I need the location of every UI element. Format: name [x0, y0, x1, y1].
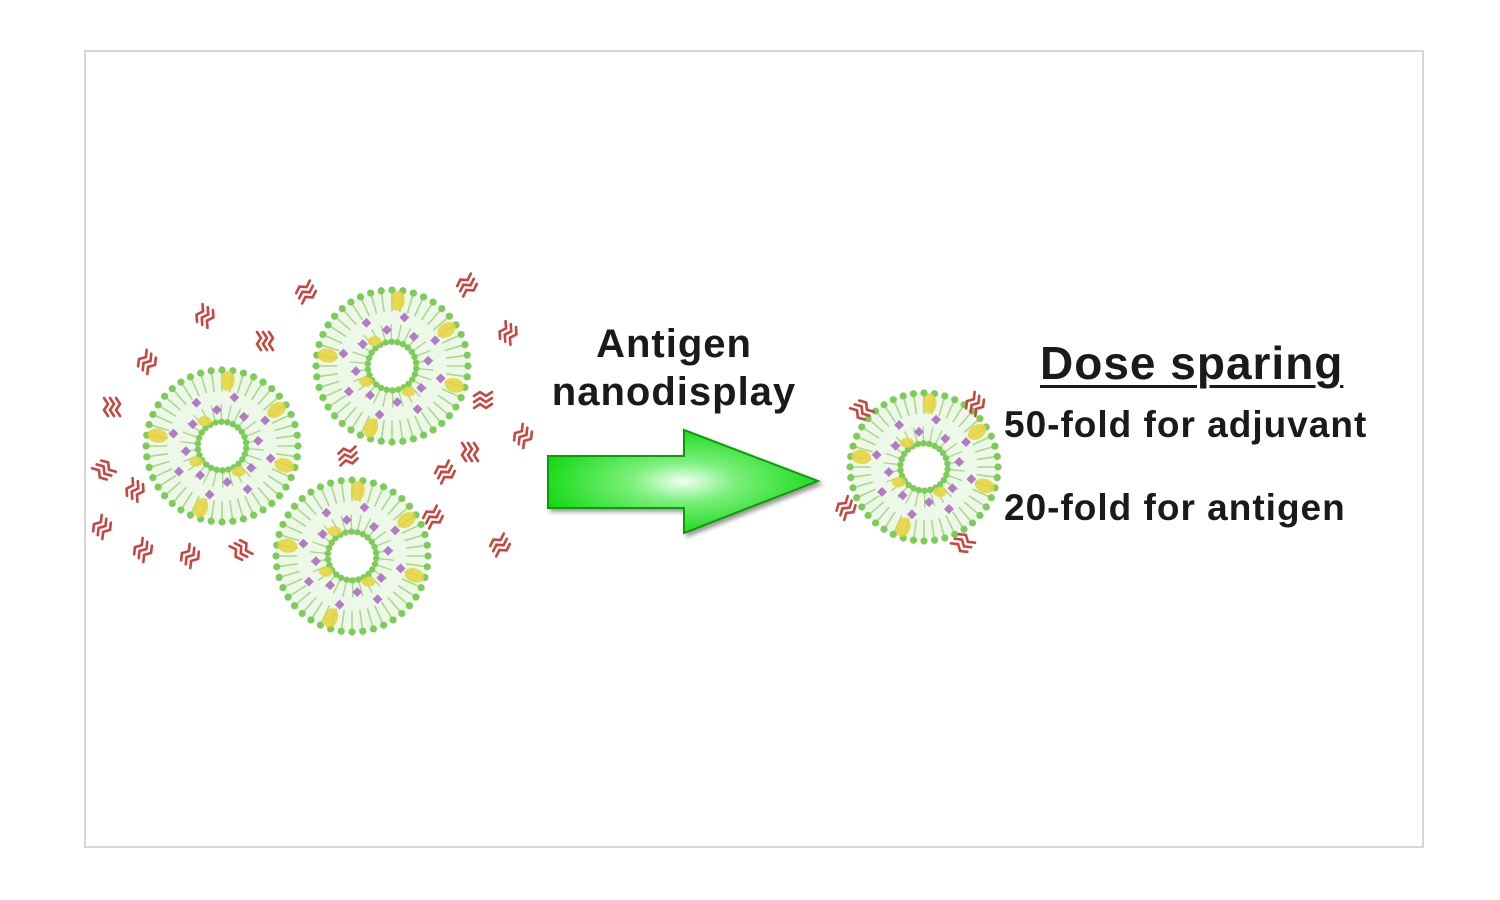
liposome-left — [142, 366, 302, 526]
result-heading: Dose sparing — [1040, 337, 1344, 389]
free-antigen — [102, 396, 122, 418]
free-antigen — [136, 348, 158, 376]
arrow-label-nanodisplay: nanodisplay — [551, 370, 797, 414]
free-antigen — [472, 390, 494, 410]
free-antigen — [421, 504, 445, 530]
antigen-displaying-liposome — [846, 389, 1002, 545]
liposome-top — [312, 286, 472, 446]
displayed-antigen — [949, 532, 977, 554]
unbound-liposome-group — [142, 286, 472, 636]
liposome-nanodisplay — [846, 389, 1002, 545]
free-antigen — [455, 272, 479, 298]
bound-antigen-group — [835, 390, 986, 554]
free-antigen — [294, 279, 318, 305]
free-antigen — [90, 459, 118, 481]
free-antigen — [255, 330, 275, 352]
figure-frame — [84, 50, 1424, 848]
displayed-antigen — [835, 494, 857, 522]
arrow-label-antigen: Antigen — [596, 322, 752, 366]
free-antigen — [433, 459, 457, 485]
free-antigen — [132, 536, 154, 564]
right-arrow-icon — [547, 428, 821, 535]
free-antigen — [498, 319, 518, 347]
free-antigen — [179, 542, 201, 570]
free-antigen — [337, 445, 359, 467]
free-antigen-group — [90, 272, 534, 570]
free-antigen — [488, 532, 512, 558]
free-antigen — [228, 538, 254, 562]
antigen-sparing-text: 20-fold for antigen — [1004, 487, 1346, 528]
free-antigen — [125, 476, 145, 504]
liposome-bottom — [272, 476, 432, 636]
free-antigen — [91, 513, 113, 541]
free-antigen — [512, 422, 534, 450]
displayed-antigen — [964, 390, 986, 418]
displayed-antigen — [848, 399, 876, 421]
adjuvant-sparing-text: 50-fold for adjuvant — [1004, 404, 1368, 445]
free-antigen — [195, 302, 215, 330]
free-antigen — [460, 441, 480, 463]
